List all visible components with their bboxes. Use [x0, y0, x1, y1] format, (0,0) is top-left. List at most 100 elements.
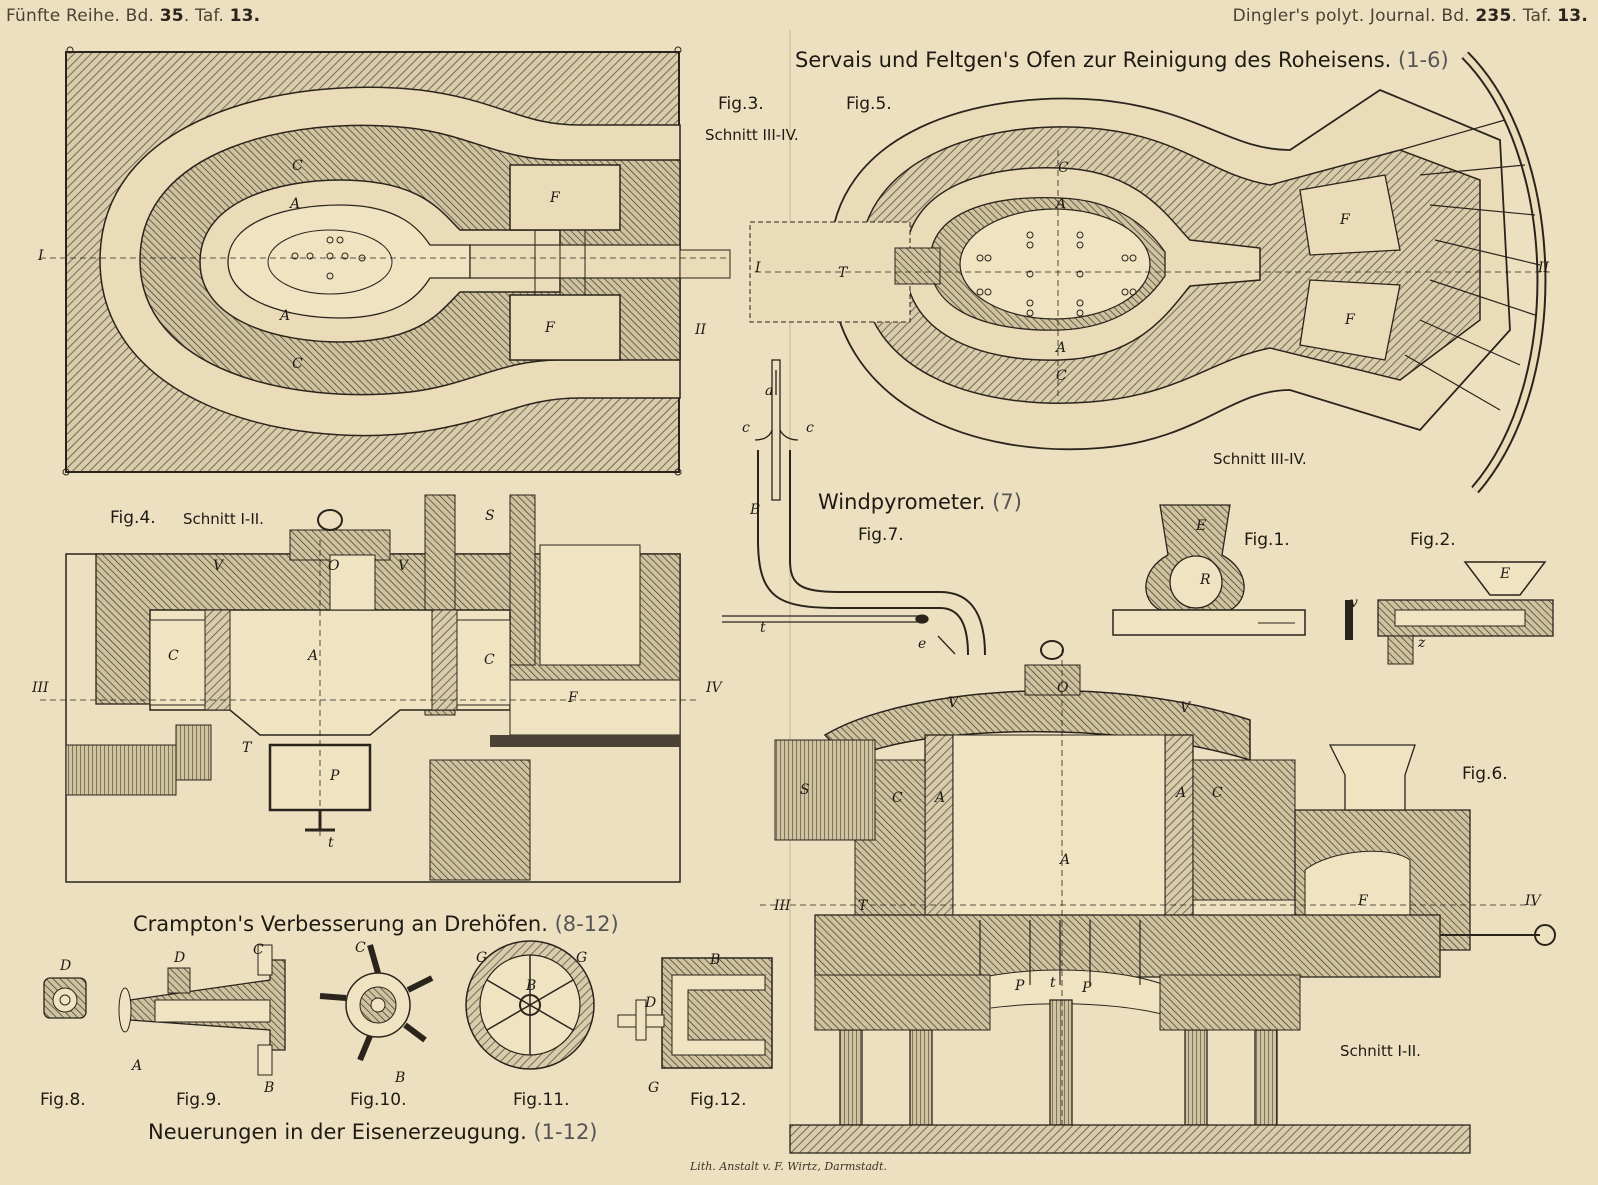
fig8-drawing [43, 977, 87, 1019]
letter-a: A [132, 1058, 143, 1074]
letter-g: G [476, 950, 488, 966]
letter-c: C [253, 942, 264, 958]
letter-i: I [755, 260, 761, 276]
letter-iii: III [774, 898, 791, 914]
letter-t: T [858, 898, 868, 914]
fig5-plan-drawing [749, 51, 1550, 494]
header-left-volume: 35 [159, 6, 184, 26]
letter-b: B [526, 978, 537, 994]
fig10-label: Fig.10. [350, 1090, 407, 1110]
title-neuerungen-text: Neuerungen in der Eisenerzeugung. [148, 1120, 527, 1144]
letter-iv: IV [706, 680, 722, 696]
letter-f: F [1345, 312, 1355, 328]
letter-t-lower: t [1050, 975, 1056, 991]
fig8-label: Fig.8. [40, 1090, 86, 1110]
title-neuerungen-range: (1-12) [533, 1120, 598, 1144]
title-crampton-text: Crampton's Verbesserung an Drehöfen. [133, 912, 548, 936]
letter-f: F [550, 190, 560, 206]
letter-t: T [242, 740, 252, 756]
letter-a: A [290, 196, 301, 212]
letter-e: E [1196, 518, 1207, 534]
letter-d: D [645, 995, 657, 1011]
header-left-taf-prefix: Taf. [195, 6, 224, 26]
letter-v: V [948, 695, 959, 711]
letter-a: A [308, 648, 319, 664]
fig6-label: Fig.6. [1462, 764, 1508, 784]
fig2-label: Fig.2. [1410, 530, 1456, 550]
letter-i: I [38, 248, 44, 264]
fig9-drawing [118, 944, 286, 1076]
letter-s: S [485, 508, 495, 524]
letter-c: C [292, 356, 303, 372]
fig12-label: Fig.12. [690, 1090, 747, 1110]
letter-o: O [1057, 680, 1069, 696]
plate-header-right: Dingler's polyt. Journal. Bd. 235. Taf. … [1232, 6, 1588, 26]
fig4-label: Fig.4. [110, 508, 156, 528]
fig11-label: Fig.11. [513, 1090, 570, 1110]
fig1-drawing [1112, 504, 1306, 636]
fig5-label: Fig.5. [846, 94, 892, 114]
header-right-prefix: Dingler's polyt. Journal. Bd. [1232, 6, 1470, 26]
letter-g: G [648, 1080, 660, 1096]
letter-v: V [398, 558, 409, 574]
fig6-section-drawing [760, 640, 1556, 1154]
header-left-prefix: Fünfte Reihe. Bd. [6, 6, 155, 26]
fig4-sublabel: Schnitt I-II. [183, 510, 264, 528]
header-right-taf-prefix: Taf. [1522, 6, 1552, 26]
header-left-taf: 13. [229, 6, 261, 26]
fig3-plan-drawing [40, 46, 731, 476]
letter-f: F [545, 320, 555, 336]
letter-f: F [568, 690, 578, 706]
letter-b: B [710, 952, 721, 968]
title-neuerungen: Neuerungen in der Eisenerzeugung. (1-12) [148, 1120, 598, 1144]
letter-v-lower: v [1350, 595, 1358, 611]
letter-c: C [892, 790, 903, 806]
letter-a: A [1056, 196, 1067, 212]
letter-c: C [1056, 368, 1067, 384]
fig7-label: Fig.7. [858, 525, 904, 545]
letter-o: O [328, 558, 340, 574]
letter-c: C [1212, 785, 1223, 801]
title-windpyrometer: Windpyrometer. (7) [818, 490, 1022, 514]
letter-a: A [935, 790, 946, 806]
title-servais-text: Servais und Feltgen's Ofen zur Reinigung… [795, 48, 1392, 72]
letter-d: D [60, 958, 72, 974]
letter-e: E [1500, 566, 1511, 582]
letter-c: C [292, 158, 303, 174]
letter-p: P [1082, 980, 1092, 996]
header-right-volume: 235 [1475, 6, 1512, 26]
letter-c: C [484, 652, 495, 668]
title-windpyrometer-text: Windpyrometer. [818, 490, 986, 514]
letter-t: T [838, 265, 848, 281]
fig3-sublabel: Schnitt III-IV. [705, 126, 799, 144]
fig2-drawing [1345, 561, 1554, 665]
letter-t-lower: t [328, 835, 334, 851]
fig10-drawing [319, 944, 434, 1062]
letter-p: P [330, 768, 340, 784]
letter-d: D [174, 950, 186, 966]
letter-iv: IV [1525, 893, 1541, 909]
letter-t-lower: t [760, 620, 766, 636]
title-crampton: Crampton's Verbesserung an Drehöfen. (8-… [133, 912, 619, 936]
letter-a-lower: a [765, 383, 774, 399]
letter-v: V [213, 558, 224, 574]
letter-a: A [280, 308, 291, 324]
title-servais-range: (1-6) [1398, 48, 1449, 72]
letter-r: R [1200, 572, 1211, 588]
letter-e-lower: e [918, 636, 927, 652]
letter-b: B [750, 502, 761, 518]
letter-c: C [355, 940, 366, 956]
title-windpyrometer-range: (7) [992, 490, 1022, 514]
fig4-section-drawing [40, 494, 700, 883]
plate-header-left: Fünfte Reihe. Bd. 35. Taf. 13. [6, 6, 261, 26]
letter-f: F [1358, 893, 1368, 909]
letter-b: B [395, 1070, 406, 1086]
title-crampton-range: (8-12) [554, 912, 619, 936]
fig5-sublabel: Schnitt III-IV. [1213, 450, 1307, 468]
letter-v: V [1180, 700, 1191, 716]
letter-iii: III [32, 680, 49, 696]
letter-c: C [1058, 160, 1069, 176]
letter-z-lower: z [1418, 635, 1426, 651]
letter-g: G [576, 950, 588, 966]
letter-a: A [1060, 852, 1071, 868]
